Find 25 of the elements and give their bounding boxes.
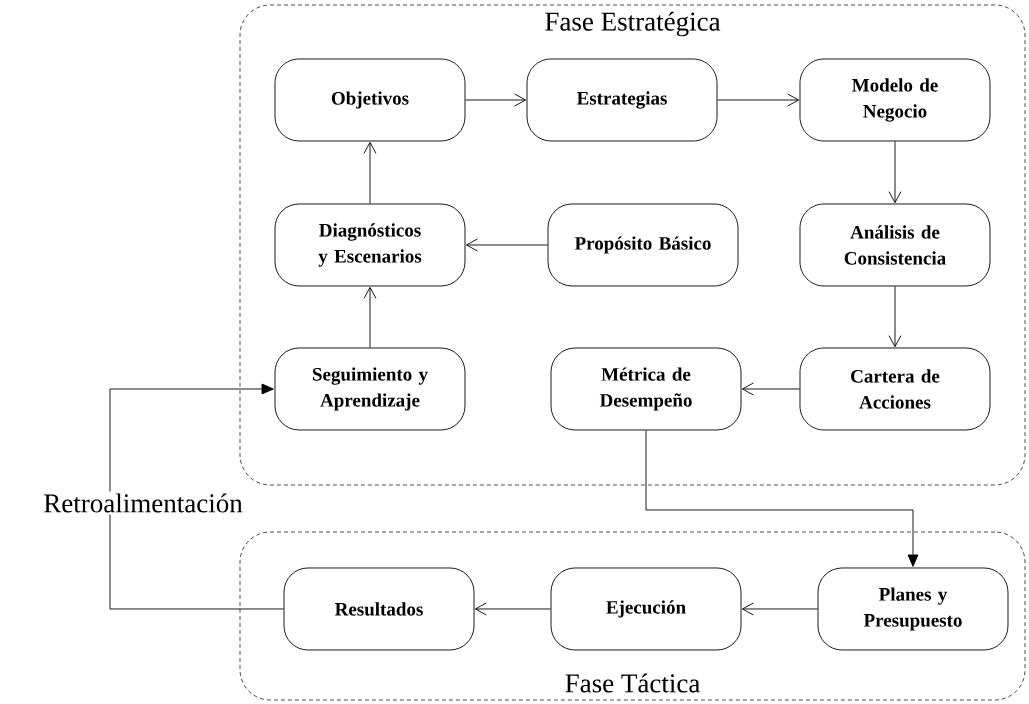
arrow [465, 238, 548, 252]
edge-label: Retroalimentación [41, 491, 245, 515]
rounded-box: Modelo de Negocio [799, 58, 991, 142]
arrow [363, 286, 377, 348]
arrow [465, 93, 527, 107]
rounded-box: Planes y Presupuesto [817, 567, 1009, 651]
rounded-box: Ejecución [550, 567, 742, 651]
rounded-box: Seguimiento y Aprendizaje [274, 347, 466, 431]
arrow [645, 430, 919, 567]
rounded-box: Resultados [283, 567, 475, 651]
rounded-box: Cartera de Acciones [799, 347, 991, 431]
rounded-box: Propósito Básico [547, 203, 739, 287]
arrow [363, 141, 377, 204]
arrow [109, 383, 284, 610]
arrow [888, 141, 902, 204]
rounded-box: Objetivos [274, 58, 466, 142]
arrow [717, 93, 800, 107]
rounded-box: Métrica de Desempeño [550, 347, 742, 431]
arrow [741, 602, 818, 616]
rounded-box: Diagnósticos y Escenarios [274, 203, 466, 287]
arrow [474, 602, 551, 616]
rounded-box: Estrategias [526, 58, 718, 142]
arrow [888, 286, 902, 348]
arrow [741, 382, 800, 396]
rounded-box: Análisis de Consistencia [799, 203, 991, 287]
